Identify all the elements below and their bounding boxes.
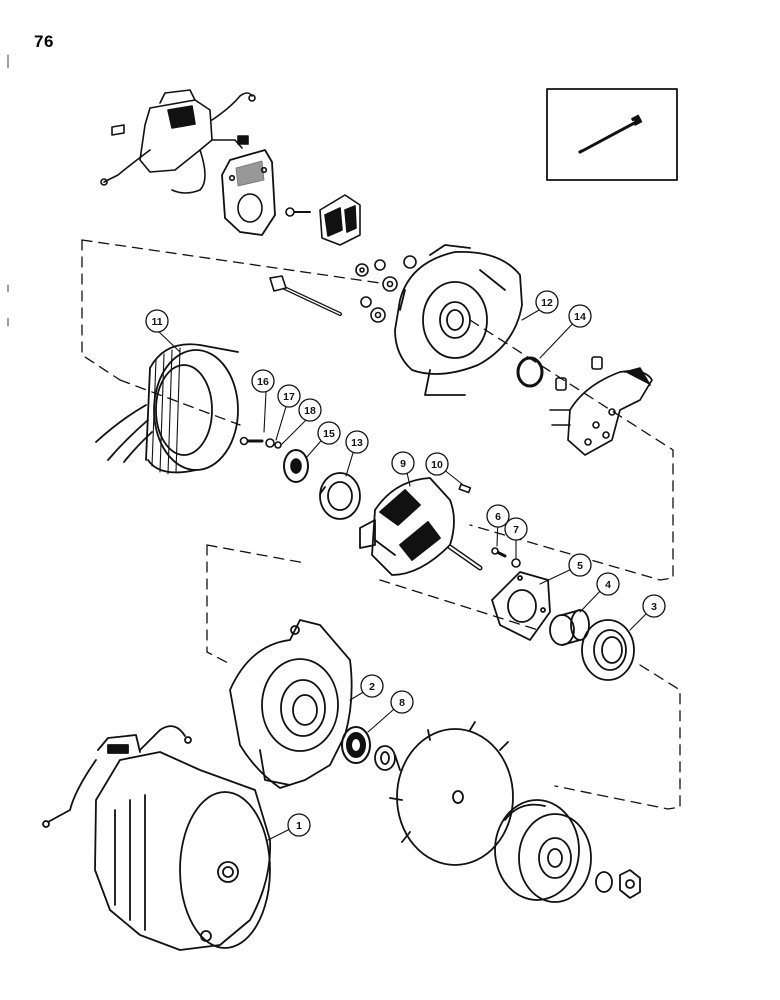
svg-text:10: 10 <box>431 459 443 471</box>
callout-12: 12 <box>535 290 559 314</box>
group-dashed-outline-bearing <box>206 544 681 810</box>
svg-text:18: 18 <box>304 405 316 417</box>
cable-tie-icon <box>578 114 643 154</box>
bearing-drive-end <box>581 619 635 681</box>
callout-1: 1 <box>287 813 311 837</box>
svg-text:15: 15 <box>323 428 335 440</box>
callout-2: 2 <box>360 674 384 698</box>
through-bolt <box>269 275 342 316</box>
pulley <box>494 799 592 903</box>
fan <box>389 721 514 866</box>
retainer-screw <box>491 547 521 568</box>
callout-3: 3 <box>642 594 666 618</box>
svg-text:3: 3 <box>651 601 657 613</box>
regulator-assembly <box>100 89 256 194</box>
callout-7: 7 <box>504 517 528 541</box>
callout-15: 15 <box>317 421 341 445</box>
svg-text:11: 11 <box>151 316 162 328</box>
o-ring <box>516 356 544 388</box>
svg-text:12: 12 <box>541 297 553 309</box>
inset-box <box>546 88 678 181</box>
drive-end-housing <box>229 619 353 789</box>
oil-seal <box>341 726 371 764</box>
pulley-nut-washer <box>595 869 641 899</box>
svg-text:17: 17 <box>283 391 295 403</box>
gasket-plate <box>221 149 276 236</box>
brush-holder <box>285 194 361 246</box>
callout-17: 17 <box>277 384 301 408</box>
screw-washer-stack <box>239 436 309 483</box>
svg-text:1: 1 <box>296 820 302 832</box>
callout-9: 9 <box>391 451 415 475</box>
callout-5: 5 <box>568 553 592 577</box>
slip-ring-end-housing <box>394 244 523 396</box>
callout-14: 14 <box>568 304 592 328</box>
alternator-assembly <box>42 725 272 951</box>
callout-13: 13 <box>345 430 369 454</box>
svg-text:6: 6 <box>495 511 501 523</box>
callout-10: 10 <box>425 452 449 476</box>
svg-text:8: 8 <box>399 697 405 709</box>
svg-text:16: 16 <box>257 376 269 388</box>
callouts: 1 2 3 4 5 6 7 8 9 10 11 12 13 14 15 16 1… <box>145 290 666 837</box>
retainer-plate <box>491 571 551 641</box>
callout-11: 11 <box>145 309 169 333</box>
spacer <box>374 745 396 771</box>
callout-8: 8 <box>390 690 414 714</box>
svg-text:4: 4 <box>605 579 611 591</box>
rotor <box>359 477 483 576</box>
callout-4: 4 <box>596 572 620 596</box>
page-number: 76 <box>34 32 54 51</box>
spacer-collar <box>549 609 590 646</box>
callout-6: 6 <box>486 504 510 528</box>
key <box>458 483 472 494</box>
group-dashed-outline-rotor <box>81 239 674 581</box>
rectifier-bridge <box>549 356 653 456</box>
bearing-slip-ring <box>319 472 361 520</box>
svg-text:7: 7 <box>513 524 519 536</box>
svg-text:2: 2 <box>369 681 375 693</box>
callout-16: 16 <box>251 369 275 393</box>
callout-18: 18 <box>298 398 322 422</box>
svg-text:5: 5 <box>577 560 583 572</box>
svg-text:9: 9 <box>400 458 406 470</box>
terminal-nuts-washers <box>355 255 417 323</box>
svg-text:14: 14 <box>574 311 586 323</box>
stator <box>95 343 239 475</box>
svg-text:13: 13 <box>351 437 363 449</box>
